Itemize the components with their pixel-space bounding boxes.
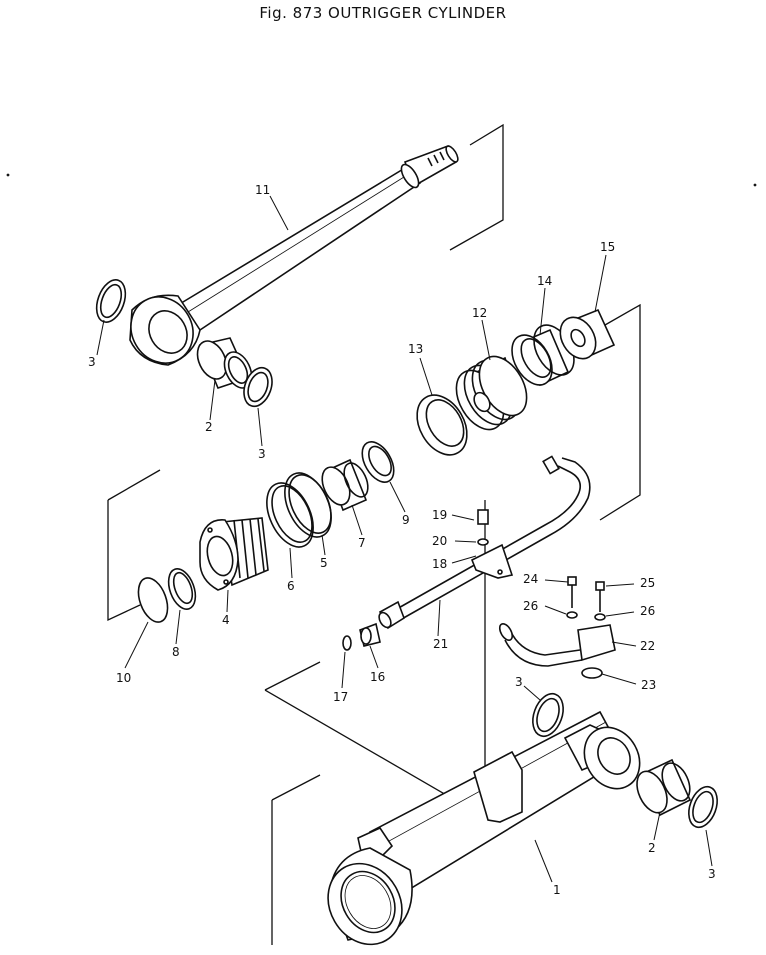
leader-lines (96, 195, 713, 883)
callout-1: 1 (553, 883, 561, 897)
callout-12: 12 (472, 306, 487, 320)
callout-22: 22 (640, 639, 655, 653)
callout-11: 11 (255, 183, 270, 197)
snap-ring-10 (137, 577, 169, 623)
o-ring-23 (581, 667, 603, 679)
cylinder-tube-1 (327, 710, 641, 946)
callout-19: 19 (432, 508, 447, 522)
speck (6, 173, 10, 177)
callout-21: 21 (433, 637, 448, 651)
assembly-frame-lines (107, 123, 641, 945)
figure-title: Fig. 873 OUTRIGGER CYLINDER (259, 4, 507, 22)
bolt-24 (567, 576, 577, 608)
callout-24: 24 (523, 572, 538, 586)
callout-9: 9 (402, 513, 410, 527)
callout-17: 17 (333, 690, 348, 704)
piston-nut-15 (559, 308, 616, 360)
elbow-16 (359, 622, 381, 647)
callout-13: 13 (408, 342, 423, 356)
washer-26-right (594, 613, 606, 621)
callout-8: 8 (172, 645, 180, 659)
callout-labels: 11 3 2 3 13 12 14 15 9 7 5 6 4 8 10 19 2… (88, 183, 716, 897)
piston-rod (129, 144, 459, 366)
callout-16: 16 (370, 670, 385, 684)
bushing-2-rod-eye (196, 337, 253, 389)
seal-3-tube-right (688, 785, 718, 829)
bolt-25 (595, 581, 605, 612)
callout-2: 2 (648, 841, 656, 855)
callout-3: 3 (258, 447, 266, 461)
callout-6: 6 (287, 579, 295, 593)
callout-26: 26 (523, 599, 538, 613)
o-ring-6 (266, 482, 314, 548)
callout-3: 3 (515, 675, 523, 689)
seal-3-rod-eye-left (95, 279, 127, 323)
washer-26-left (566, 611, 578, 619)
callout-7: 7 (358, 536, 366, 550)
o-ring-17 (342, 635, 352, 651)
callout-25: 25 (640, 576, 655, 590)
callout-10: 10 (116, 671, 131, 685)
callout-23: 23 (641, 678, 656, 692)
speck (753, 183, 757, 187)
callout-3: 3 (88, 355, 96, 369)
seal-3-rod-eye-right (243, 366, 273, 408)
clamp-18 (470, 543, 514, 579)
callout-26: 26 (640, 604, 655, 618)
callout-15: 15 (600, 240, 615, 254)
tube-21 (378, 455, 591, 630)
seal-3-tube-left (532, 692, 564, 738)
tube-22 (498, 623, 616, 667)
bushing-2-tube (636, 758, 692, 817)
callout-3: 3 (708, 867, 716, 881)
callout-18: 18 (432, 557, 447, 571)
callout-4: 4 (222, 613, 230, 627)
piston-12 (455, 355, 528, 431)
dust-seal-8 (167, 568, 197, 610)
bolt-19 (477, 509, 489, 525)
callout-2: 2 (205, 420, 213, 434)
wear-ring-14 (511, 324, 575, 387)
callout-5: 5 (320, 556, 328, 570)
washer-20 (477, 538, 489, 546)
seal-9 (361, 441, 395, 483)
bushing-7 (321, 458, 369, 512)
callout-20: 20 (432, 534, 447, 548)
piston-seal-13 (416, 394, 468, 456)
callout-14: 14 (537, 274, 552, 288)
cylinder-head-4 (199, 517, 269, 591)
